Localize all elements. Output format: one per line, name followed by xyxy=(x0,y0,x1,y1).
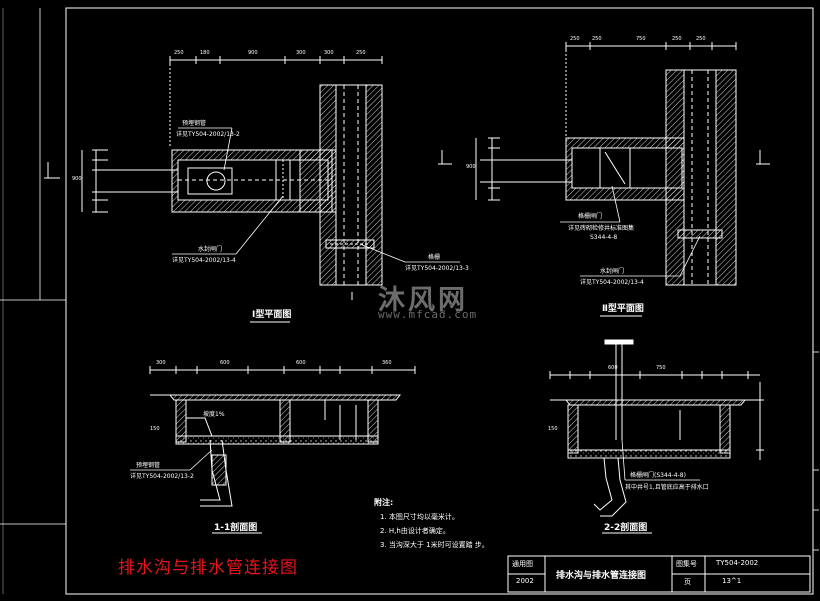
dim-s2-depth: 150 xyxy=(548,426,558,432)
left-plan-title: Ⅰ型平面图 xyxy=(252,310,292,320)
dim-lp-top-3: 300 xyxy=(296,50,306,56)
right-edge-ticks xyxy=(813,351,819,551)
title-sheet-no: TY504-2002 xyxy=(716,559,759,567)
page-caption: 排水沟与排水管连接图 xyxy=(118,558,298,578)
callout-right-mid-3: S344-4-8 xyxy=(590,234,618,241)
dim-rp-top-0: 250 xyxy=(570,36,580,42)
notes-item-1: 1. 本图尺寸均以毫米计。 xyxy=(380,513,459,521)
dim-lp-top-0: 250 xyxy=(174,50,184,56)
dim-lp-top-2: 900 xyxy=(248,50,258,56)
callout-right-bot-1: 水封闸门 xyxy=(600,268,625,275)
callout-sec2-2: 其中井号1,且管底应高于排水口 xyxy=(625,484,709,491)
left-margin-ticks xyxy=(0,8,66,525)
watermark-brand: 沐风网 xyxy=(378,285,468,316)
section-2-2 xyxy=(549,339,764,517)
section-2-title: 2-2剖面图 xyxy=(604,523,648,533)
dim-s1-top-0: 300 xyxy=(156,360,166,366)
sheet-border xyxy=(65,7,814,595)
callout-right-bot-2: 详见TY504-2002/13-4 xyxy=(580,279,644,286)
callout-left-top-1: 预埋钢管 xyxy=(182,120,207,127)
notes-item-2: 2. H,h由设计者确定。 xyxy=(380,527,450,535)
dim-s1-top-5: 360 xyxy=(382,360,392,366)
callout-sec1-slope: 坡度1% xyxy=(203,411,225,418)
title-usage-label: 通用图 xyxy=(512,560,533,568)
callout-left-bot-1: 水封闸门 xyxy=(198,246,223,253)
title-drawing-title: 排水沟与排水管连接图 xyxy=(556,571,647,581)
callout-right-mid-2: 详见砖砌检修井标准图集 xyxy=(568,225,635,232)
dim-rp-top-4: 250 xyxy=(696,36,706,42)
dim-rp-top-3: 250 xyxy=(672,36,682,42)
section-1-title: 1-1剖面图 xyxy=(214,523,258,533)
right-plan-title: Ⅱ型平面图 xyxy=(602,304,644,314)
callout-right-mid-1: 格栅闸门 xyxy=(578,213,603,220)
callout-left-top-2: 详见TY504-2002/13-2 xyxy=(176,131,240,138)
title-year: 2002 xyxy=(516,577,534,585)
callout-sec1-2: 详见TY504-2002/13-2 xyxy=(130,473,194,480)
dim-rp-top-1: 250 xyxy=(592,36,602,42)
view-title-underlines xyxy=(212,315,652,534)
watermark-url: www.mfcad.com xyxy=(378,308,478,321)
callout-left-bot-2: 详见TY504-2002/13-4 xyxy=(172,257,236,264)
dim-lp-top-4: 300 xyxy=(324,50,334,56)
left-plan-view xyxy=(44,56,383,300)
dim-lp-left-5: 900 xyxy=(72,176,82,182)
callout-left-right-1: 格栅 xyxy=(428,254,441,261)
title-block xyxy=(507,555,811,593)
title-sheet-no-label: 图集号 xyxy=(676,560,697,568)
title-page: 13^1 xyxy=(722,577,742,585)
dim-s2-top-2: 600 xyxy=(608,365,618,371)
dim-s2-top-3: 750 xyxy=(656,365,666,371)
dim-s1-top-2: 600 xyxy=(220,360,230,366)
notes-item-3: 3. 当沟深大于 1米时可设置踏 步。 xyxy=(380,541,489,549)
callout-left-right-2: 详见TY504-2002/13-3 xyxy=(405,265,469,272)
dim-s1-top-3: 600 xyxy=(296,360,306,366)
callout-sec1-1: 预埋钢管 xyxy=(136,462,161,469)
dim-rp-left-5: 900 xyxy=(466,164,476,170)
section-1-1 xyxy=(149,366,416,507)
leader-lines xyxy=(130,127,701,481)
title-page-label: 页 xyxy=(684,578,691,586)
dim-s1-depth: 150 xyxy=(150,426,160,432)
dim-lp-top-5: 250 xyxy=(356,50,366,56)
right-plan-view xyxy=(438,42,770,286)
dim-rp-top-2: 750 xyxy=(636,36,646,42)
notes-heading: 附注: xyxy=(374,498,394,507)
dim-lp-top-1: 180 xyxy=(200,50,210,56)
callout-sec2-1: 格栅闸门(S344-4-8) xyxy=(630,472,686,479)
